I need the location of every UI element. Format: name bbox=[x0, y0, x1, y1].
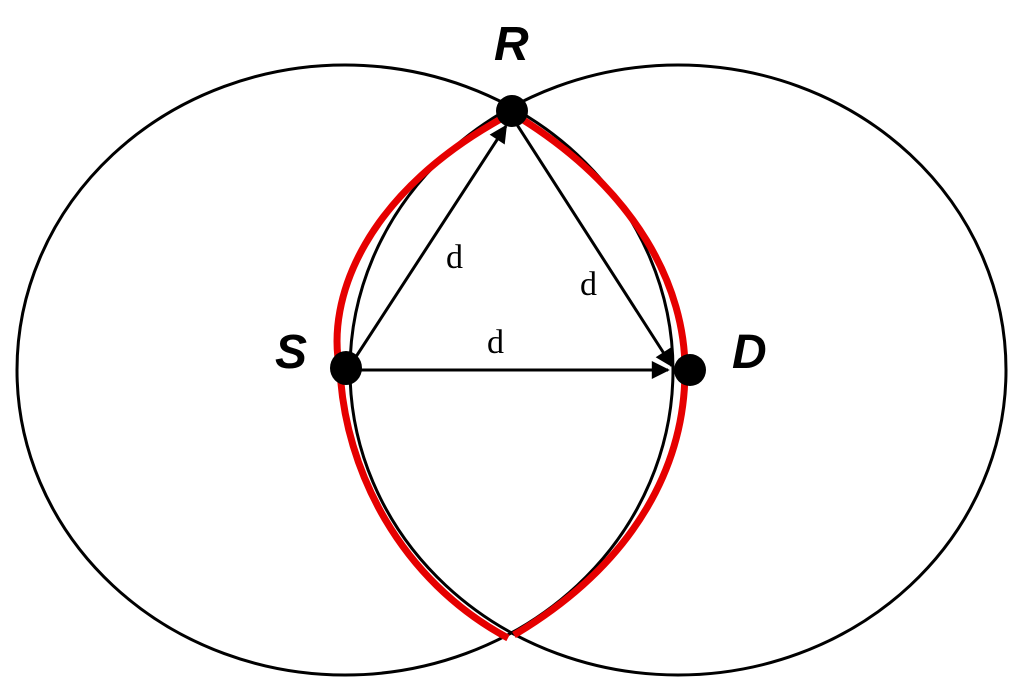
source-destination-distance-label: d bbox=[487, 324, 504, 361]
relay-label: R bbox=[494, 18, 529, 71]
destination-label: D bbox=[732, 326, 767, 379]
intersection-region-left-arc bbox=[333, 109, 514, 642]
arrow-source-to-relay bbox=[346, 124, 508, 370]
relay-destination-distance-label: d bbox=[580, 266, 597, 303]
intersection-region-right-arc bbox=[510, 110, 689, 639]
source-label: S bbox=[275, 326, 307, 379]
destination-node bbox=[674, 354, 706, 386]
source-node bbox=[330, 351, 362, 385]
source-relay-distance-label: d bbox=[446, 239, 463, 276]
relay-node bbox=[496, 95, 528, 127]
source-coverage-circle bbox=[15, 63, 675, 677]
arrow-relay-to-destination bbox=[512, 119, 674, 368]
